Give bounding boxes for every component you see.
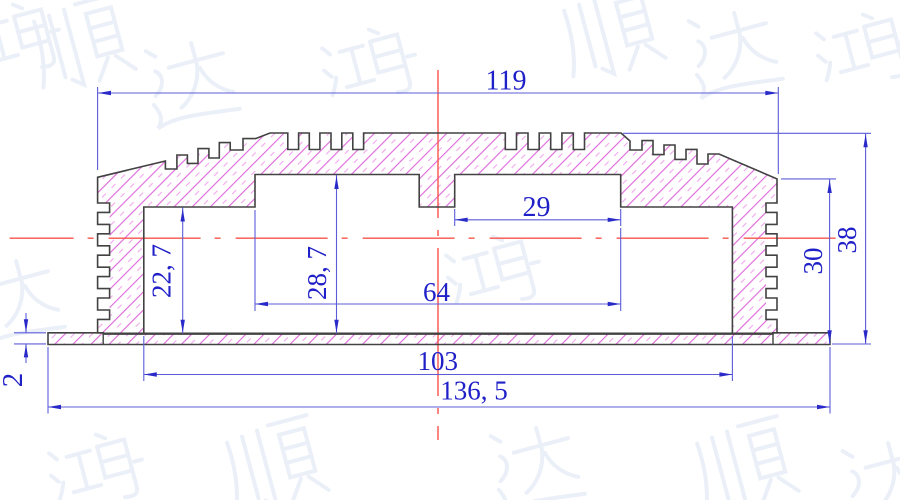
svg-text:136, 5: 136, 5	[440, 376, 508, 406]
svg-text:2: 2	[0, 373, 29, 388]
svg-text:28, 7: 28, 7	[302, 246, 332, 300]
svg-text:119: 119	[486, 66, 527, 97]
svg-text:38: 38	[832, 227, 862, 254]
svg-text:30: 30	[798, 248, 828, 275]
svg-text:22, 7: 22, 7	[147, 244, 177, 298]
svg-text:103: 103	[417, 346, 458, 376]
svg-text:64: 64	[423, 277, 451, 307]
svg-text:29: 29	[523, 192, 551, 223]
